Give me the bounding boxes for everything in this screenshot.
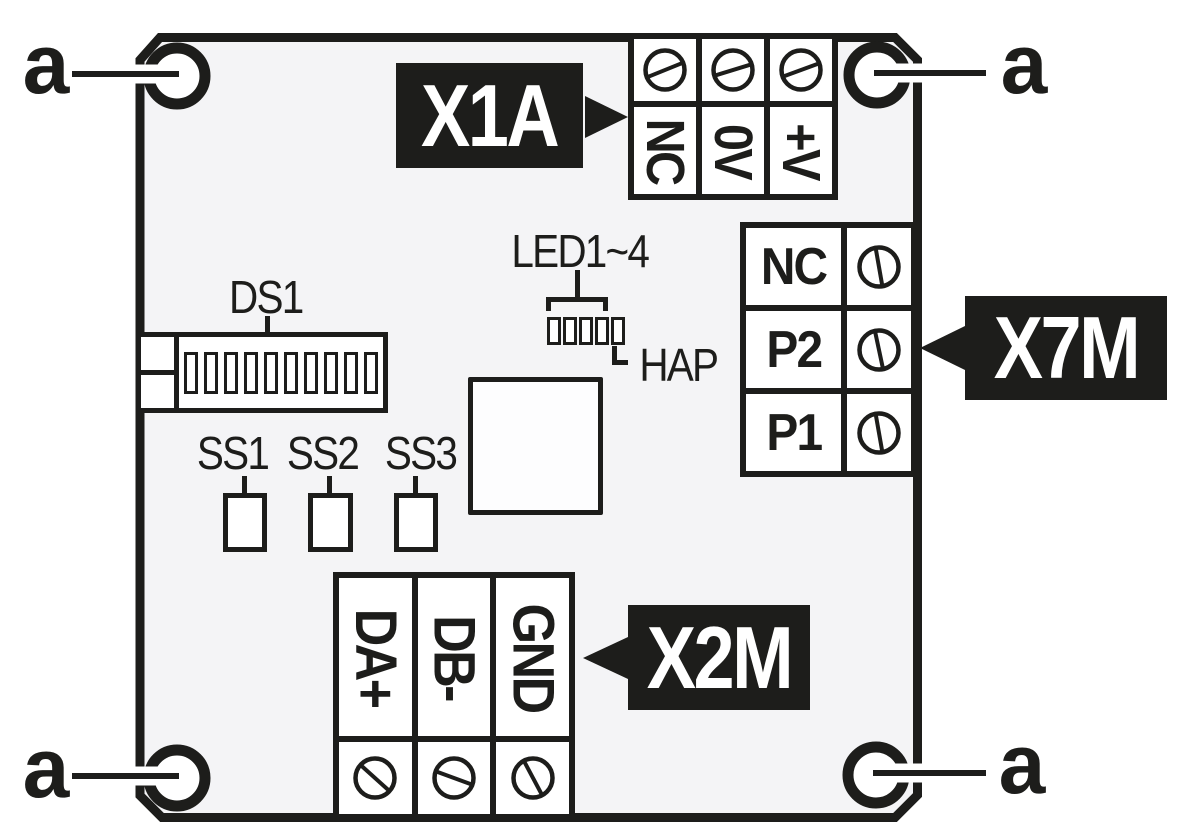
x7m-screw-cell xyxy=(847,311,911,388)
dip-switch-lever xyxy=(224,351,238,394)
x7m-terminal-block: NC P2 P1 xyxy=(740,222,917,477)
corner-label-bottom-left: a xyxy=(22,721,70,815)
x1a-terminal-0v: 0V xyxy=(702,107,764,194)
ds1-tick xyxy=(265,316,270,333)
led-bracket-right-hook xyxy=(603,297,608,311)
screw-head-icon xyxy=(779,48,823,92)
dip-switch-row xyxy=(179,337,383,408)
ss3-label: SS3 xyxy=(384,427,457,479)
terminal-label: DB- xyxy=(421,614,487,700)
x2m-callout-box: X2M xyxy=(628,605,810,710)
led-indicator xyxy=(547,317,561,345)
led-label: LED1~4 xyxy=(511,225,651,277)
x1a-callout-box: X1A xyxy=(396,63,583,168)
terminal-label: +V xyxy=(771,122,831,179)
hap-callout-vertical xyxy=(612,346,617,365)
led-label-tick xyxy=(575,270,580,299)
x7m-callout-box: X7M xyxy=(965,296,1167,400)
terminal-label: DA+ xyxy=(342,608,408,706)
terminal-label: NC xyxy=(760,237,828,296)
x7m-terminal-p2: P2 xyxy=(746,311,841,388)
x2m-callout-label: X2M xyxy=(646,607,794,707)
x1a-callout-label: X1A xyxy=(421,65,560,165)
x7m-terminal-nc: NC xyxy=(746,228,841,305)
x2m-arrow-icon xyxy=(583,637,628,679)
x1a-screw-cell xyxy=(634,39,696,101)
led-bracket-left-hook xyxy=(546,297,551,311)
ss2-label: SS2 xyxy=(286,427,359,479)
led-indicator xyxy=(563,317,577,345)
ss1-switch xyxy=(223,493,267,552)
x2m-terminal-gnd: GND xyxy=(496,578,569,736)
x7m-arrow-icon xyxy=(920,326,965,370)
x7m-terminal-p1: P1 xyxy=(746,394,841,471)
dip-switch-lever xyxy=(324,351,338,394)
ic-chip xyxy=(468,377,603,515)
x2m-screw-cell xyxy=(339,742,412,814)
dip-switch-lever xyxy=(264,351,278,394)
hap-label: HAP xyxy=(639,339,719,391)
x2m-terminal-db: DB- xyxy=(417,578,491,736)
ss3-switch xyxy=(394,493,438,552)
hap-callout-horizontal xyxy=(612,360,628,365)
dip-switch-lever xyxy=(364,351,378,394)
screw-head-icon xyxy=(857,410,901,455)
dip-switch-block xyxy=(136,332,388,413)
ss1-label: SS1 xyxy=(196,427,269,479)
dip-switch-lever xyxy=(344,351,358,394)
dip-switch-lever xyxy=(184,351,198,394)
dip-switch-lever xyxy=(204,351,218,394)
ss2-switch xyxy=(308,493,353,552)
led-indicator xyxy=(579,317,593,345)
dip-side-cell xyxy=(141,375,174,408)
dip-side-cell xyxy=(141,337,174,375)
terminal-label: 0V xyxy=(703,123,763,178)
ss3-tick xyxy=(413,476,418,493)
screw-head-icon xyxy=(643,48,687,92)
x1a-terminal-block: NC 0V +V xyxy=(628,33,838,200)
x1a-arrow-icon xyxy=(585,96,628,138)
terminal-label: P1 xyxy=(766,403,823,462)
corner-label-top-left: a xyxy=(22,17,70,111)
ss2-tick xyxy=(327,476,332,493)
dip-switch-side-cells xyxy=(141,337,179,408)
ss1-tick xyxy=(242,476,247,493)
led-bracket-bar xyxy=(546,297,608,302)
screw-head-icon xyxy=(711,48,755,92)
screw-head-icon xyxy=(857,327,901,372)
terminal-label: P2 xyxy=(766,320,823,379)
led-row xyxy=(547,317,625,345)
screw-head-icon xyxy=(432,756,476,800)
x1a-screw-cell xyxy=(702,39,764,101)
dip-switch-lever xyxy=(244,351,258,394)
x7m-screw-cell xyxy=(847,394,911,471)
screw-head-icon xyxy=(510,756,555,800)
screw-head-icon xyxy=(353,756,398,800)
screw-head-icon xyxy=(857,244,901,289)
corner-label-bottom-right: a xyxy=(998,717,1046,811)
x2m-terminal-block: DA+ DB- GND xyxy=(333,572,575,820)
led-indicator xyxy=(595,317,609,345)
terminal-label: GND xyxy=(500,603,566,711)
x2m-screw-cell xyxy=(417,742,491,814)
dip-switch-lever xyxy=(284,351,298,394)
x7m-callout-label: X7M xyxy=(993,298,1141,397)
ds1-label: DS1 xyxy=(229,271,304,323)
terminal-label: NC xyxy=(635,118,695,183)
dip-switch-lever xyxy=(304,351,318,394)
corner-label-top-right: a xyxy=(1000,17,1048,111)
x2m-terminal-da: DA+ xyxy=(339,578,412,736)
x7m-screw-cell xyxy=(847,228,911,305)
x1a-terminal-plusv: +V xyxy=(770,107,832,194)
x2m-screw-cell xyxy=(496,742,569,814)
x1a-terminal-nc: NC xyxy=(634,107,696,194)
x1a-screw-cell xyxy=(770,39,832,101)
led-indicator xyxy=(611,317,625,345)
